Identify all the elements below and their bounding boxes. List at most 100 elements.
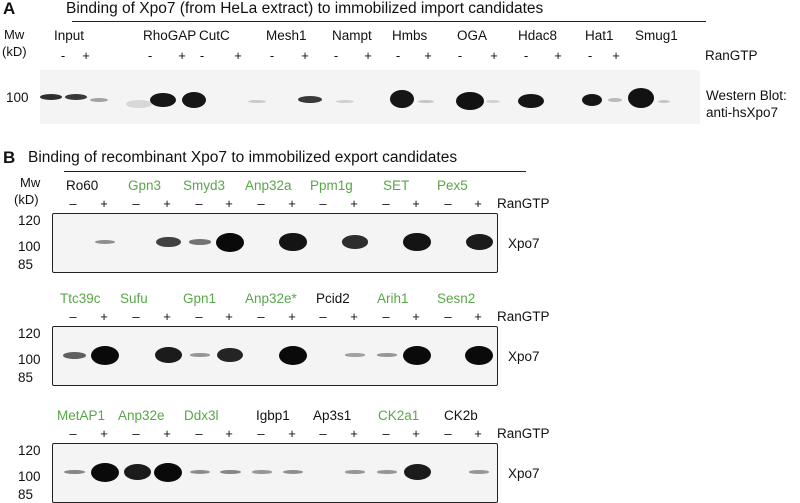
panel-b-lane-label: Ppm1g [310,178,353,193]
blot-band [248,100,266,103]
panel-b-lane-label: MetAP1 [57,408,106,423]
gel-band [91,462,119,482]
gel-band [216,232,244,252]
panel-a-plus-sign: + [554,48,562,63]
panel-b-plus-sign: + [412,309,420,324]
panel-b-plus-sign: + [350,426,358,441]
panel-b-lane-label: SET [383,178,410,193]
gel-band [190,353,210,357]
blot-band [65,94,87,100]
panel-a-lane-label: OGA [457,28,488,43]
panel-a-plus-sign: + [424,48,432,63]
panel-b-gel [52,213,498,273]
panel-a-detection-line2: anti-hsXpo7 [706,105,779,120]
panel-a-lane-label: Hmbs [392,28,428,43]
panel-a-plus-sign: + [301,48,309,63]
gel-band [465,234,493,250]
panel-b-plus-sign: + [225,309,233,324]
blot-band [456,92,484,110]
panel-b-lane-label: CK2a1 [378,408,420,423]
panel-b-minus-sign: – [132,426,140,441]
panel-a-western-blot [40,70,700,124]
panel-b-lane-label: Arih1 [377,291,409,306]
panel-a-minus-sign: - [587,48,593,63]
panel-b-plus-sign: + [163,309,171,324]
panel-b-minus-sign: – [382,196,390,211]
panel-b-marker-100: 100 [18,469,41,484]
panel-b-lane-label: Smyd3 [183,178,226,193]
panel-b-minus-sign: – [257,196,265,211]
panel-b-gel [52,443,498,503]
gel-band [189,239,211,245]
gel-band [279,233,307,251]
panel-b-marker-120: 120 [18,443,41,458]
panel-b-marker-120: 120 [18,213,41,228]
panel-a-minus-sign: - [199,48,205,63]
panel-b-marker-100: 100 [18,352,41,367]
gel-band [377,353,397,357]
gel-band [342,235,368,249]
panel-b-minus-sign: – [382,309,390,324]
panel-a-lane-label: Input [54,28,85,43]
panel-b-plus-sign: + [474,426,482,441]
gel-band [345,470,365,474]
blot-band [486,100,500,103]
gel-band [155,236,181,248]
gel-band [465,345,493,365]
panel-b-lane-label: Pex5 [437,178,468,193]
panel-b-protein-label: Xpo7 [508,466,540,481]
panel-b-kd-label: (kD) [14,192,39,207]
panel-b-lane-label: Pcid2 [316,291,350,306]
panel-b-lane-label: Ddx3l [184,408,219,423]
blot-band [182,92,206,108]
blot-band [90,98,108,102]
panel-b-protein-label: Xpo7 [508,236,540,251]
blot-band [518,94,544,108]
panel-a-minus-sign: - [60,48,66,63]
panel-a-plus-sign: + [234,48,242,63]
panel-b-condition: RanGTP [497,196,550,211]
panel-b-plus-sign: + [350,309,358,324]
gel-band [154,347,182,363]
blot-band [582,94,602,106]
gel-band [91,345,119,365]
panel-b-plus-sign: + [163,196,171,211]
panel-b-marker-85: 85 [18,370,34,385]
panel-a-lane-label: RhoGAP [143,28,197,43]
panel-a-plus-sign: + [82,48,90,63]
panel-b-plus-sign: + [100,309,108,324]
panel-a-minus-sign: - [523,48,529,63]
blot-band [418,100,434,103]
panel-b-plus-sign: + [474,196,482,211]
panel-b-marker-85: 85 [18,487,34,502]
gel-band [154,462,182,482]
panel-a-lane-label: Smug1 [635,28,678,43]
panel-b-minus-sign: – [69,426,77,441]
panel-b-minus-sign: – [319,309,327,324]
panel-a-minus-sign: - [333,48,339,63]
panel-b-plus-sign: + [412,426,420,441]
panel-a-lane-label: Nampt [332,28,372,43]
panel-b-plus-sign: + [474,309,482,324]
blot-band [628,88,654,108]
panel-b-title-rule [64,171,526,172]
panel-a-kd-label: (kD) [2,44,27,59]
panel-a-plus-sign: + [490,48,498,63]
panel-b-minus-sign: – [195,309,203,324]
panel-b-minus-sign: – [319,426,327,441]
gel-band [403,233,431,251]
panel-b-lane-label: Anp32e* [245,291,297,306]
panel-a-lane-label: Hdac8 [518,28,558,43]
gel-band [123,464,151,480]
gel-band [63,469,85,475]
panel-b-plus-sign: + [225,426,233,441]
blot-band [150,93,176,107]
panel-b-minus-sign: – [195,426,203,441]
panel-b-lane-label: Anp32e [118,408,165,423]
gel-band [282,470,304,474]
panel-a-detection-line1: Western Blot: [706,88,787,103]
panel-b-lane-label: Ttc39c [60,291,101,306]
panel-a-condition: RanGTP [705,48,758,63]
blot-band [298,96,322,103]
panel-b-minus-sign: – [132,196,140,211]
